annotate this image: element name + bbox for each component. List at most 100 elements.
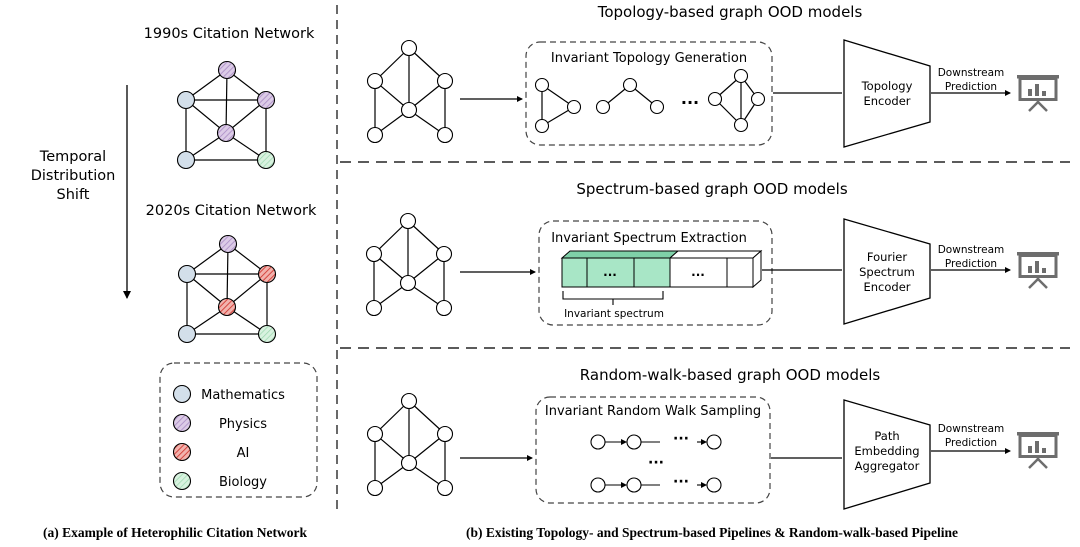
- graph-node: [365, 299, 383, 317]
- icon-part: [1017, 252, 1059, 256]
- spectrum-extraction-box: [538, 220, 773, 326]
- fourier-spectrum-encoder: [843, 218, 931, 325]
- walk-node: [590, 477, 606, 493]
- legend-label: AI: [237, 446, 250, 461]
- spectrum-downstream-2: Prediction: [945, 258, 997, 270]
- icon-part: [1028, 266, 1032, 273]
- legend-label: Biology: [219, 475, 267, 490]
- invariant-subgraphs: [534, 68, 766, 134]
- walk-node: [626, 477, 642, 493]
- randomwalk-title: Random-walk-based graph OOD models: [580, 366, 881, 384]
- icon-part: [1028, 101, 1039, 112]
- icon-part: [1035, 261, 1039, 273]
- spectrum-cell-1: [561, 257, 588, 288]
- graph-node: [436, 72, 454, 90]
- icon-part: [1028, 278, 1039, 289]
- graph-node: [435, 245, 453, 263]
- graph-node: [622, 77, 638, 93]
- legend-label: Physics: [219, 417, 267, 432]
- spectrum-downstream-1: Downstream: [938, 244, 1005, 256]
- graph-node: [595, 99, 611, 115]
- graph-node: [436, 479, 454, 497]
- icon-part: [1017, 75, 1059, 79]
- topology-ellipsis: ···: [681, 93, 699, 112]
- aggregator-label-3: Aggregator: [855, 459, 920, 473]
- walk-node: [590, 434, 606, 450]
- graph-node: [256, 90, 276, 110]
- network-1990-title: 1990s Citation Network: [144, 26, 315, 42]
- graph-node: [400, 39, 418, 57]
- icon-part: [1042, 448, 1046, 453]
- graph-node: [733, 117, 749, 133]
- icon-part: [1028, 89, 1032, 96]
- graph-node: [400, 454, 418, 472]
- graph-node: [400, 101, 418, 119]
- randomwalk-row: Random-walk-based graph OOD models Invar…: [366, 366, 1059, 510]
- temporal-shift-label: Temporal Distribution Shift: [31, 149, 116, 203]
- graph-node: [436, 126, 454, 144]
- topology-downstream-2: Prediction: [945, 81, 997, 93]
- citation-graph-2020: [177, 234, 277, 344]
- topology-row: Topology-based graph OOD models Invarian…: [366, 3, 1059, 148]
- spectrum-bar: ... ...: [560, 249, 763, 289]
- graph-edge: [225, 69, 228, 134]
- spectrum-cell-ellipsis-1: ...: [603, 265, 617, 279]
- input-graph-randomwalk: [366, 392, 454, 497]
- caption-a: (a) Example of Heterophilic Citation Net…: [43, 525, 308, 540]
- topology-generation-box: [525, 41, 773, 146]
- spectrum-row: Spectrum-based graph OOD models Invarian…: [365, 180, 1059, 326]
- graph-node: [750, 91, 766, 107]
- graph-node: [365, 245, 383, 263]
- icon-part: [1037, 458, 1048, 469]
- graph-node: [217, 60, 237, 80]
- graph-node: [217, 297, 237, 317]
- graph-node: [566, 99, 582, 115]
- graph-node: [534, 77, 550, 93]
- graph-node: [733, 68, 749, 84]
- icon-part: [1035, 84, 1039, 96]
- path-embedding-aggregator: [843, 399, 931, 510]
- walk-node: [706, 477, 722, 493]
- randomwalk-sampling-box: [535, 396, 771, 504]
- spectrum-cell-ellipsis-2: ...: [691, 265, 705, 279]
- topology-title: Topology-based graph OOD models: [597, 3, 863, 21]
- input-graph-spectrum: [365, 212, 453, 317]
- spectrum-bar-top-green: [560, 250, 680, 259]
- topology-downstream-1: Downstream: [938, 67, 1005, 79]
- graph-node: [366, 479, 384, 497]
- icon-part: [1028, 458, 1039, 469]
- graph-node: [366, 72, 384, 90]
- icon-part: [1028, 446, 1032, 453]
- input-graph-topology: [366, 39, 454, 144]
- graph-node: [399, 212, 417, 230]
- graph-edge: [407, 220, 445, 255]
- graph-node: [534, 118, 550, 134]
- presentation-board-icon: [1017, 252, 1059, 289]
- network-2020-title: 2020s Citation Network: [146, 203, 317, 219]
- random-walk-paths: [590, 434, 722, 493]
- invariant-spectrum-label: Invariant spectrum: [564, 308, 664, 320]
- topology-box-title: Invariant Topology Generation: [551, 51, 747, 66]
- shift-label-line-1: Temporal: [39, 149, 106, 165]
- spectrum-cell-2: [586, 257, 635, 288]
- graph-node: [399, 274, 417, 292]
- spectrum-encoder-label-2: Spectrum: [859, 265, 915, 279]
- invariant-spectrum-bracket: [562, 291, 664, 305]
- spectrum-box-title: Invariant Spectrum Extraction: [551, 231, 747, 246]
- randomwalk-box-title: Invariant Random Walk Sampling: [545, 404, 761, 419]
- presentation-board-icon: [1017, 75, 1059, 112]
- legend-box: [159, 362, 318, 498]
- walk-node: [706, 434, 722, 450]
- walk-ellipsis-2: ···: [673, 474, 689, 490]
- graph-node: [707, 91, 723, 107]
- graph-node: [257, 324, 277, 344]
- graph-node: [256, 150, 276, 170]
- icon-part: [1042, 268, 1046, 273]
- legend-swatch: [172, 442, 192, 462]
- spectrum-encoder-label-3: Encoder: [863, 280, 910, 294]
- randomwalk-downstream-2: Prediction: [945, 437, 997, 449]
- aggregator-label-1: Path: [874, 429, 899, 443]
- shift-label-line-3: Shift: [57, 187, 90, 203]
